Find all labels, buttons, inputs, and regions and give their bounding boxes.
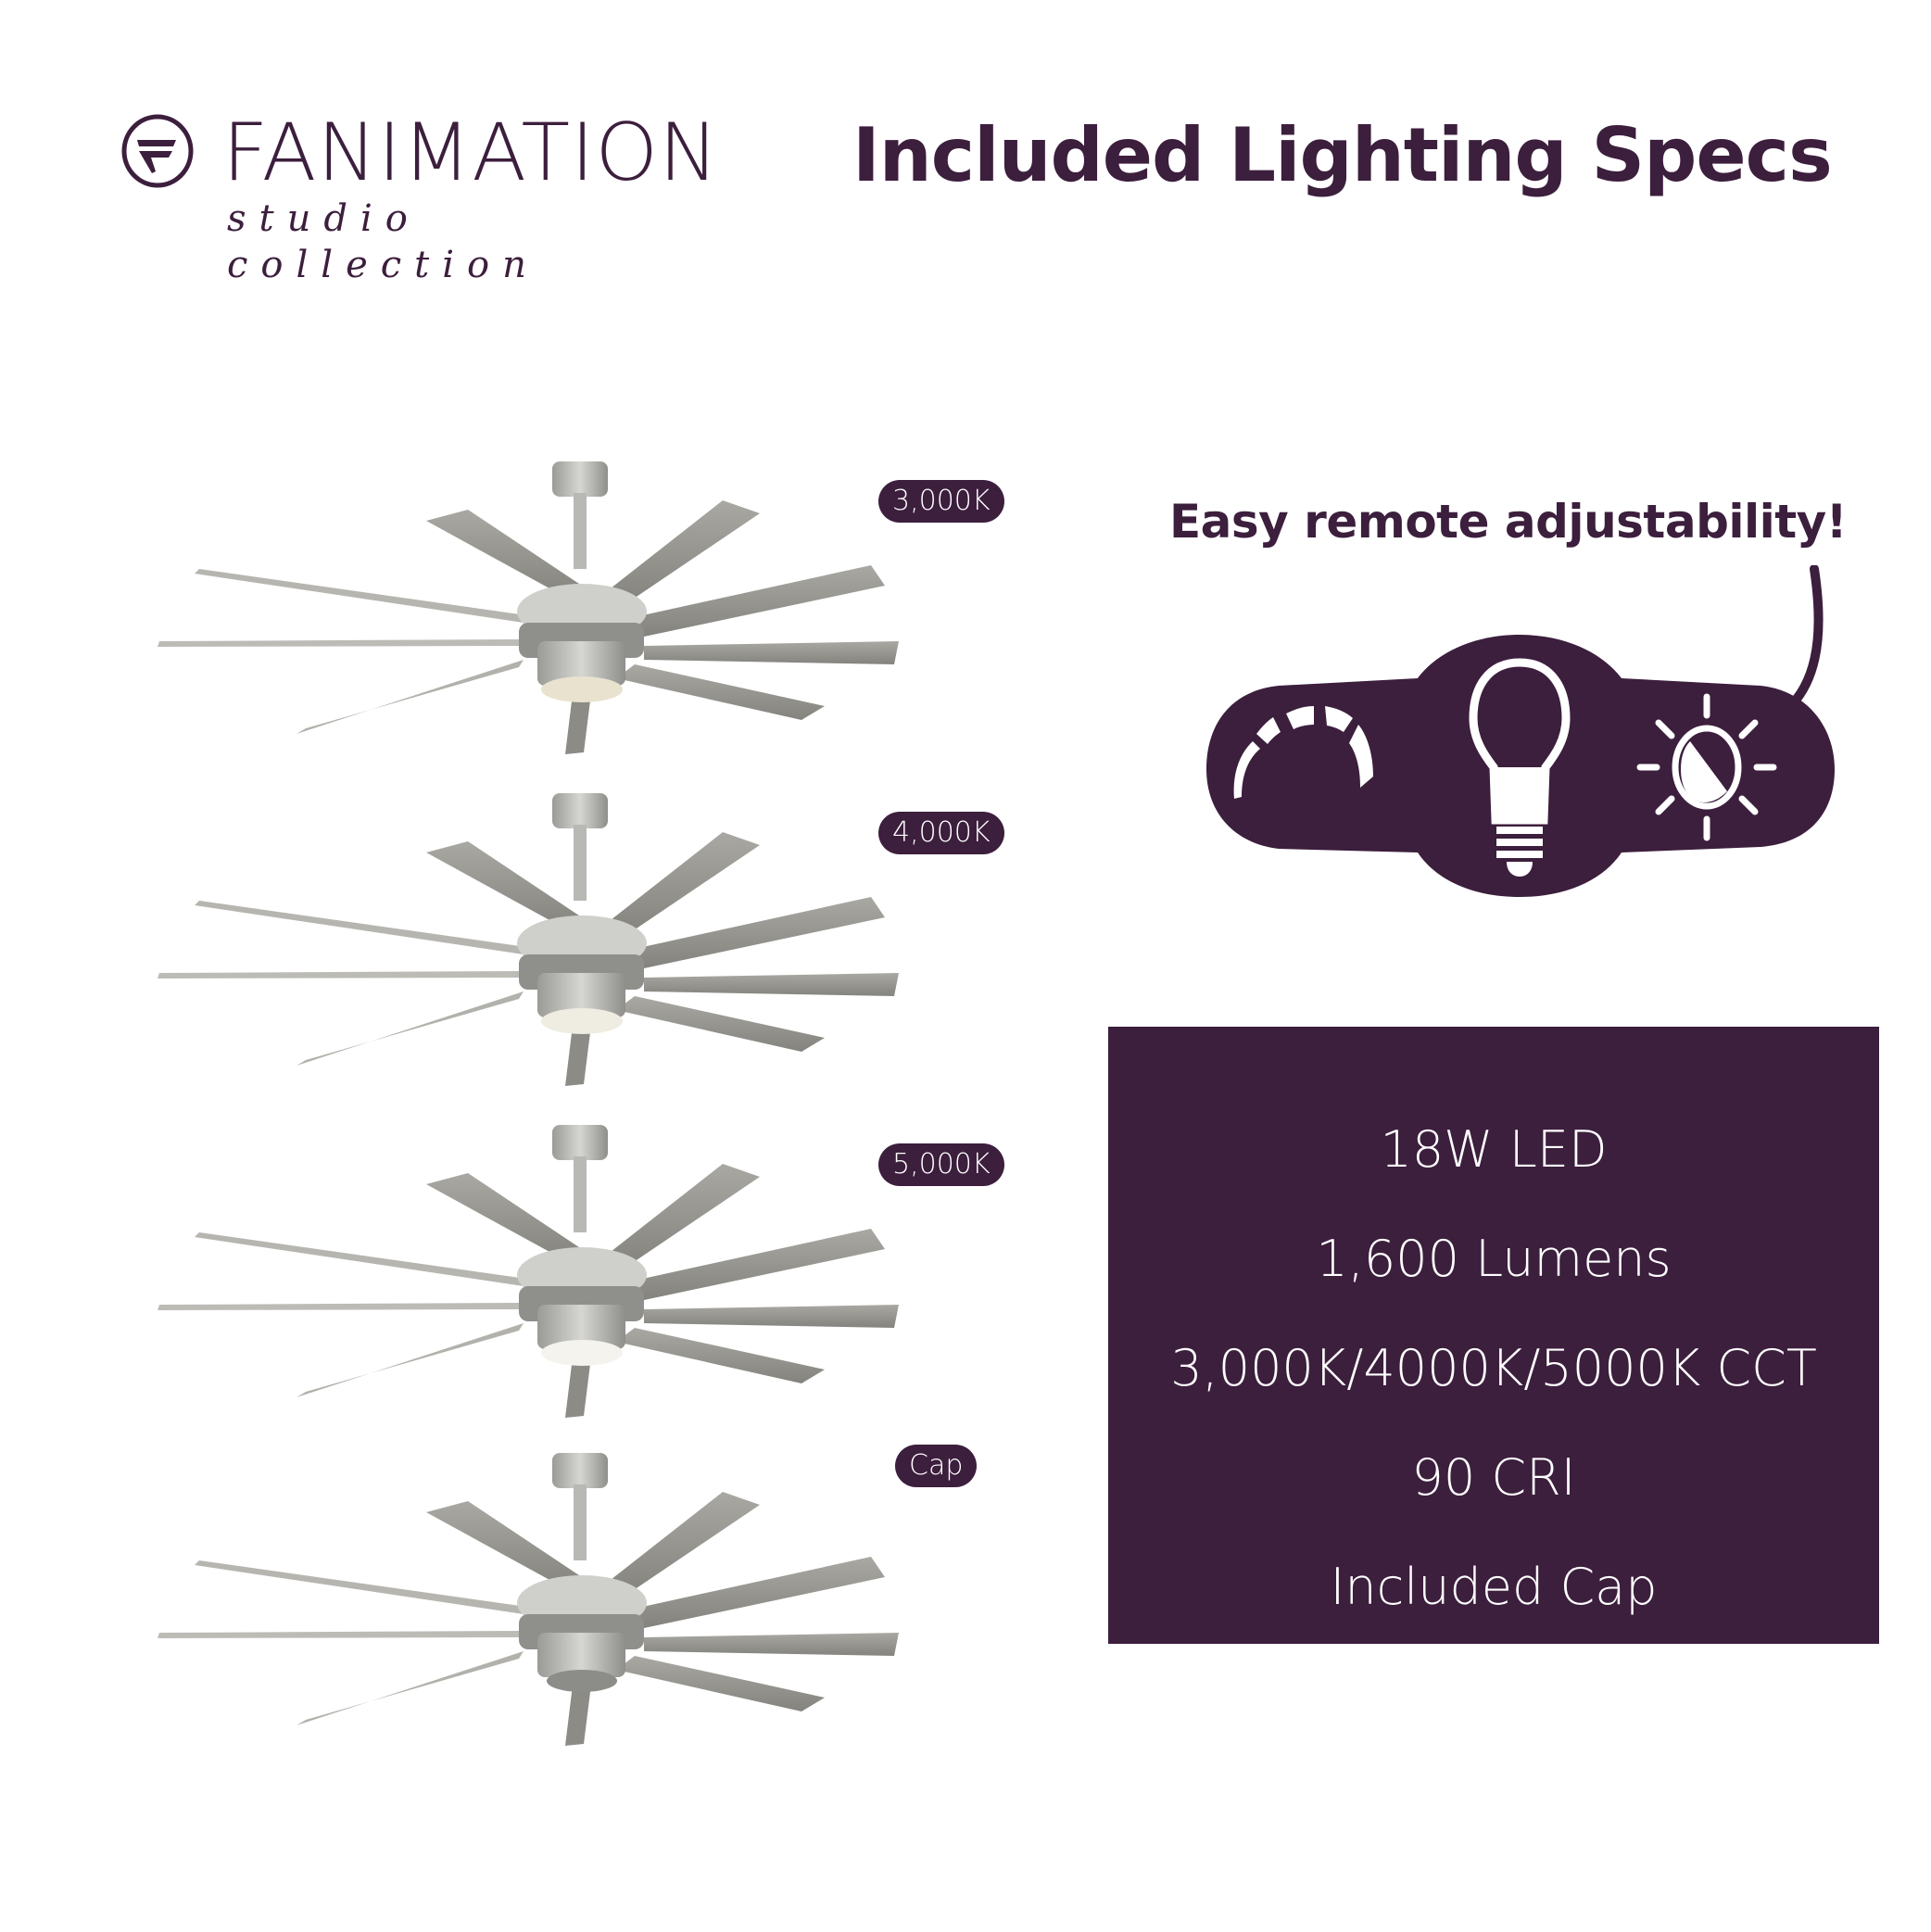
fan-image-4000k: 4,000K [148,788,1019,1093]
page-title: Included Lighting Specs [852,112,1833,198]
brand-subtitle: studio collection [227,197,539,286]
brand-name: FANIMATION [222,107,720,199]
color-temp-badge: 3,000K [878,480,1004,523]
fanimation-logo-icon [121,114,194,188]
spec-cap: Included Cap [1330,1558,1658,1616]
remote-caption: Easy remote adjustability! [1169,495,1848,549]
ceiling-fan-icon [148,788,1019,1093]
dimmer-gauge-icon [1233,706,1373,799]
specs-panel: 18W LED 1,600 Lumens 3,000K/4000K/5000K … [1108,1027,1879,1644]
spec-cct: 3,000K/4000K/5000K CCT [1170,1339,1817,1397]
brand-logo: FANIMATION studio collection [120,107,751,286]
brightness-contrast-icon [1636,693,1777,841]
fan-image-5000k: 5,000K [148,1119,1019,1425]
cap-badge: Cap [895,1445,978,1487]
light-bulb-icon [1469,658,1571,877]
fan-image-3000k: 3,000K [148,456,1019,762]
ceiling-fan-icon [148,456,1019,762]
spec-cri: 90 CRI [1411,1448,1576,1507]
ceiling-fan-icon [148,1447,1019,1753]
color-temp-badge: 4,000K [878,812,1004,854]
spec-lumens: 1,600 Lumens [1316,1230,1672,1288]
remote-control-graphic [1206,565,1835,897]
fan-image-cap: Cap [148,1445,1019,1753]
spec-wattage: 18W LED [1380,1120,1608,1179]
ceiling-fan-icon [148,1119,1019,1425]
color-temp-badge: 5,000K [878,1143,1004,1186]
